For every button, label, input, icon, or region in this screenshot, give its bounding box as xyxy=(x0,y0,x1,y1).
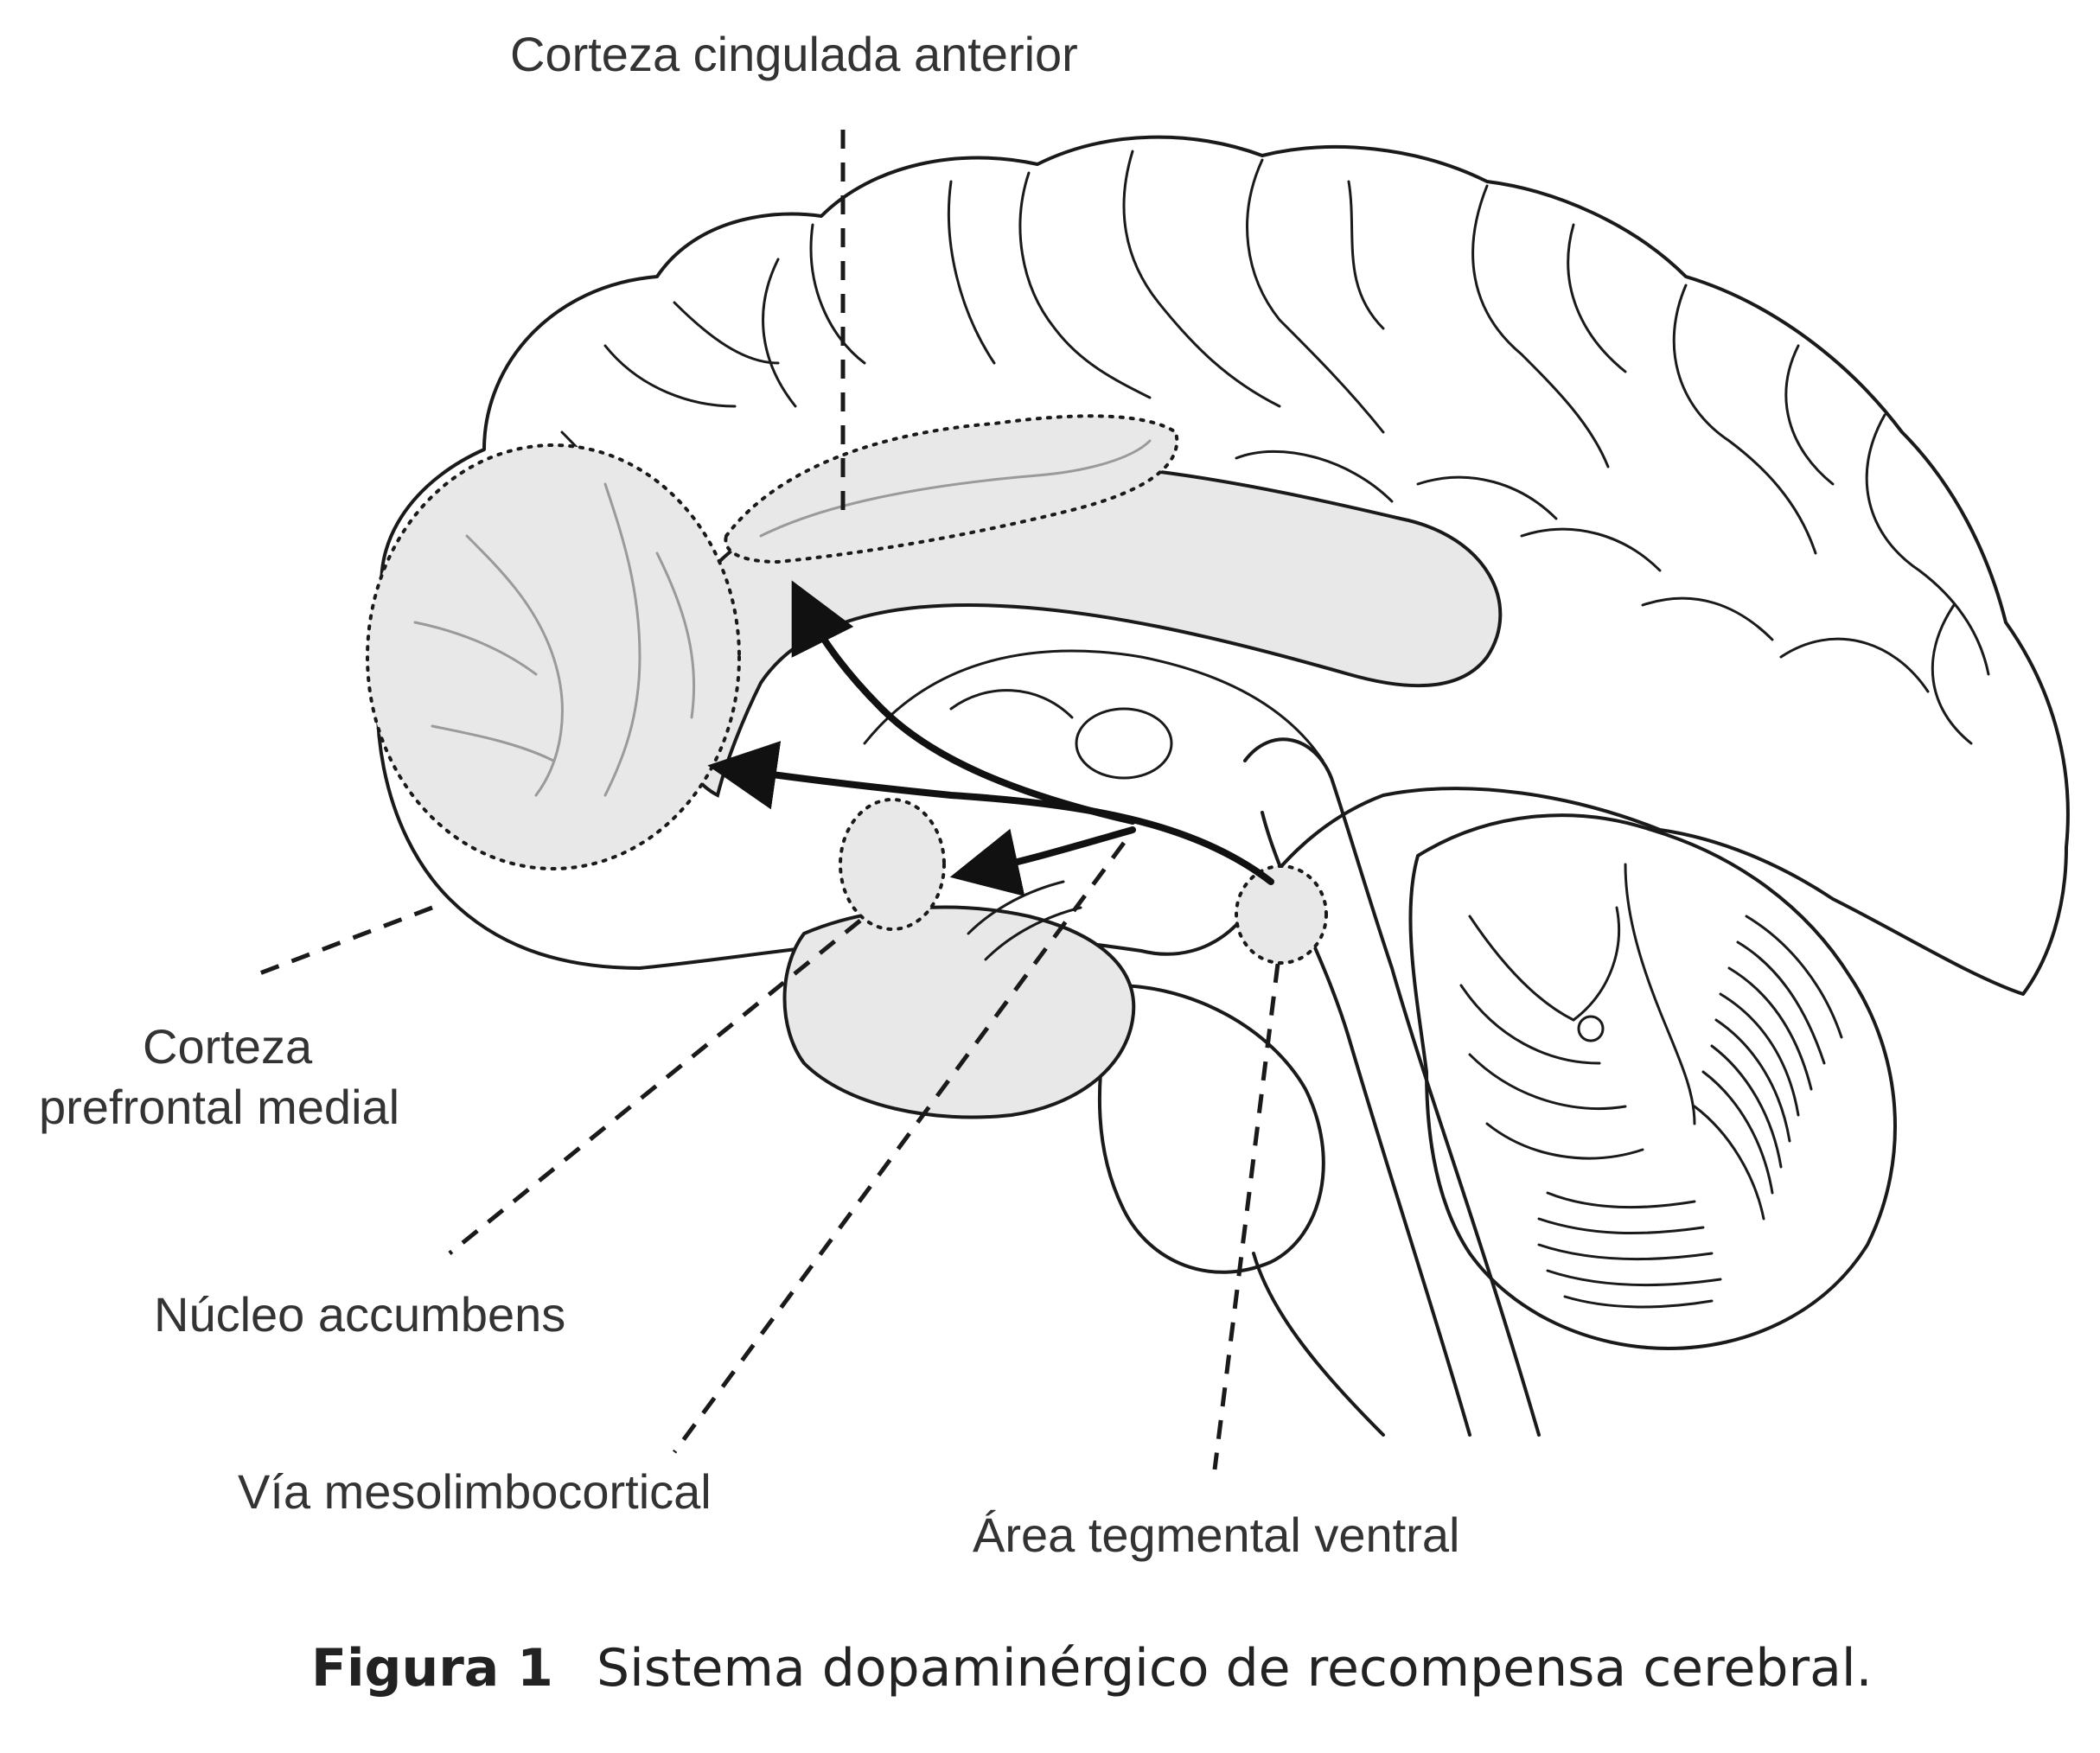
label-mesolimbocortical: Vía mesolimbocortical xyxy=(238,1464,712,1519)
pathway-to-cingulate xyxy=(791,580,1136,825)
caption-text: Sistema dopaminérgico de recompensa cere… xyxy=(597,1638,1873,1699)
caption-number: Figura 1 xyxy=(311,1638,553,1699)
leader-accumbens xyxy=(448,919,862,1255)
leader-mesolimbocortical xyxy=(672,841,1127,1454)
label-anterior-cingulate: Corteza cingulada anterior xyxy=(510,27,1078,81)
pathway-to-prefrontal xyxy=(707,741,1274,885)
anterior-cingulate-region xyxy=(724,414,1179,564)
fornix-line xyxy=(863,649,1324,762)
temporal-region xyxy=(782,905,1136,1119)
cerebellum-outline xyxy=(1408,813,1897,1350)
label-nucleus-accumbens: Núcleo accumbens xyxy=(154,1287,565,1342)
third-ventricle xyxy=(949,689,1074,719)
optic-chiasm xyxy=(967,880,1082,961)
label-medial-prefrontal-line2: prefrontal medial xyxy=(39,1080,399,1134)
label-medial-prefrontal-line1: Corteza xyxy=(143,1019,313,1074)
cingulate-inner-line xyxy=(759,439,1152,538)
gyri-lines xyxy=(560,150,1990,745)
cerebrum-outline xyxy=(375,135,2070,996)
leader-lines xyxy=(250,130,1280,1470)
dopamine-pathways xyxy=(707,580,1274,896)
prefrontal-sulci xyxy=(413,482,696,797)
pathway-to-accumbens xyxy=(949,826,1136,896)
pons-outline xyxy=(1097,984,1325,1274)
brainstem-outline xyxy=(1243,737,1541,1437)
label-vta: Área tegmental ventral xyxy=(973,1508,1459,1562)
thalamus xyxy=(1075,707,1173,780)
vta-region xyxy=(1235,864,1328,965)
cerebellum-folia xyxy=(1459,863,1843,1309)
leader-vta xyxy=(1212,963,1280,1470)
nucleus-accumbens-region xyxy=(839,798,946,931)
spinal-cord-left xyxy=(1252,1252,1385,1437)
leader-prefrontal xyxy=(250,905,433,979)
